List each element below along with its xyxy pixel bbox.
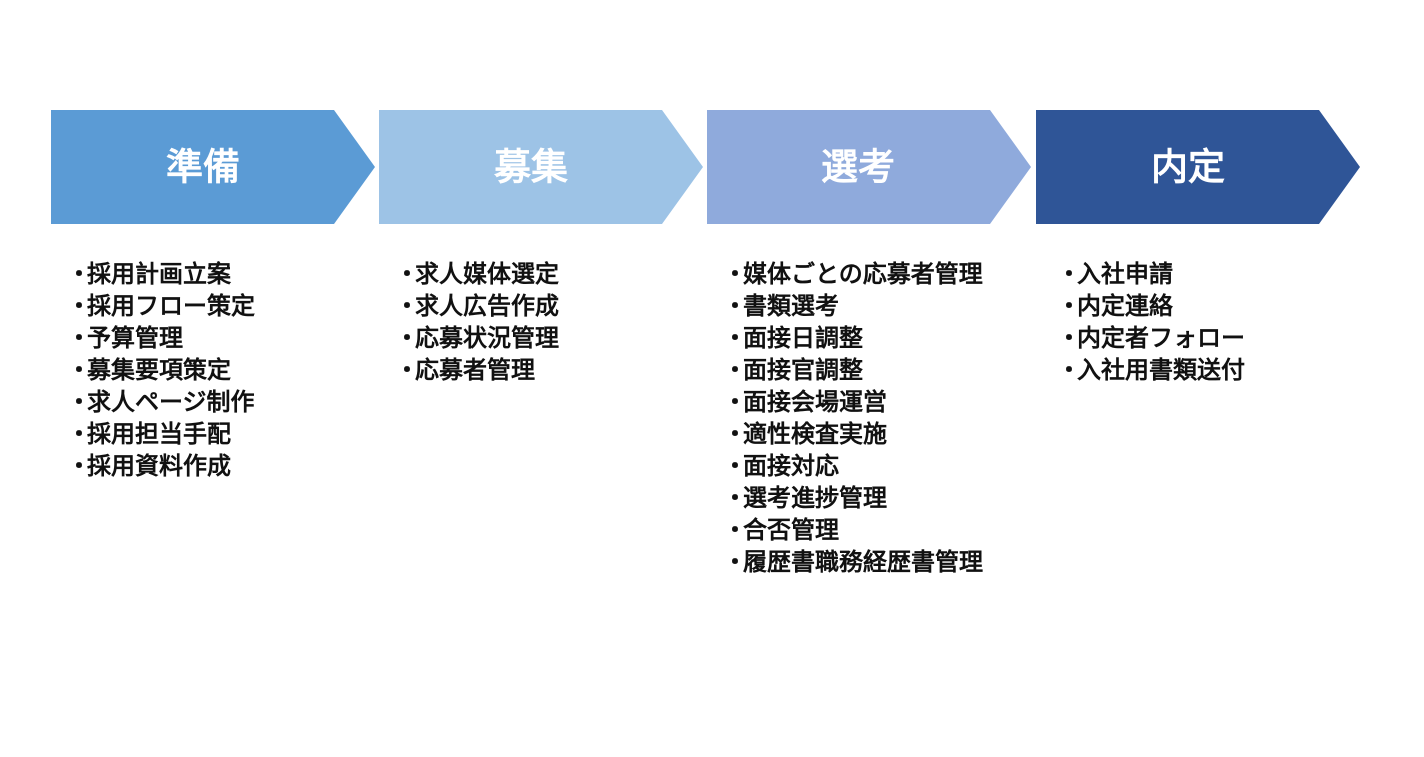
task-item: ・面接官調整 (723, 354, 983, 386)
stage-arrow-shape (51, 110, 375, 224)
task-item: ・内定連絡 (1057, 290, 1245, 322)
stage-title: 選考 (821, 146, 895, 189)
task-item: ・面接対応 (723, 450, 983, 482)
task-list-senko: ・媒体ごとの応募者管理・書類選考・面接日調整・面接官調整・面接会場運営・適性検査… (723, 258, 983, 578)
stage-arrow-shape (707, 110, 1031, 224)
bullet-mark: ・ (395, 324, 419, 352)
task-item: ・募集要項策定 (67, 354, 255, 386)
task-label: 媒体ごとの応募者管理 (743, 260, 983, 288)
task-item: ・入社申請 (1057, 258, 1245, 290)
bullet-mark: ・ (395, 356, 419, 384)
task-label: 採用フロー策定 (87, 292, 255, 320)
task-label: 合否管理 (743, 516, 839, 544)
task-label: 求人ページ制作 (87, 388, 255, 416)
stage-title: 募集 (493, 146, 568, 189)
task-list-boshu: ・求人媒体選定・求人広告作成・応募状況管理・応募者管理 (395, 258, 559, 386)
bullet-mark: ・ (723, 388, 747, 416)
task-label: 面接対応 (743, 452, 839, 480)
task-item: ・入社用書類送付 (1057, 354, 1245, 386)
bullet-mark: ・ (723, 516, 747, 544)
stage-title: 内定 (1151, 146, 1225, 189)
task-item: ・採用資料作成 (67, 450, 255, 482)
bullet-mark: ・ (395, 260, 419, 288)
stage-title: 準備 (166, 146, 240, 189)
stage-arrow-senko: 選考 (707, 110, 1031, 224)
task-item: ・応募状況管理 (395, 322, 559, 354)
task-label: 履歴書職務経歴書管理 (743, 548, 983, 576)
task-label: 選考進捗管理 (743, 484, 887, 512)
stage-arrow-naitei: 内定 (1036, 110, 1360, 224)
stage-arrow-shape (1036, 110, 1360, 224)
bullet-mark: ・ (1057, 292, 1081, 320)
stage-arrow-shape (379, 110, 703, 224)
task-item: ・履歴書職務経歴書管理 (723, 546, 983, 578)
task-item: ・適性検査実施 (723, 418, 983, 450)
task-item: ・面接会場運営 (723, 386, 983, 418)
bullet-mark: ・ (67, 324, 91, 352)
task-item: ・採用計画立案 (67, 258, 255, 290)
task-item: ・求人ページ制作 (67, 386, 255, 418)
task-item: ・採用フロー策定 (67, 290, 255, 322)
bullet-mark: ・ (67, 292, 91, 320)
bullet-mark: ・ (1057, 260, 1081, 288)
task-label: 応募者管理 (415, 356, 535, 384)
task-item: ・内定者フォロー (1057, 322, 1245, 354)
task-list-junbi: ・採用計画立案・採用フロー策定・予算管理・募集要項策定・求人ページ制作・採用担当… (67, 258, 255, 482)
task-item: ・面接日調整 (723, 322, 983, 354)
bullet-mark: ・ (67, 260, 91, 288)
bullet-mark: ・ (67, 452, 91, 480)
task-item: ・求人媒体選定 (395, 258, 559, 290)
stage-arrow-junbi: 準備 (51, 110, 375, 224)
task-item: ・採用担当手配 (67, 418, 255, 450)
task-item: ・媒体ごとの応募者管理 (723, 258, 983, 290)
task-label: 書類選考 (743, 292, 839, 320)
bullet-mark: ・ (395, 292, 419, 320)
bullet-mark: ・ (723, 548, 747, 576)
task-label: 採用計画立案 (87, 260, 231, 288)
bullet-mark: ・ (723, 452, 747, 480)
task-label: 入社申請 (1077, 260, 1173, 288)
bullet-mark: ・ (67, 420, 91, 448)
task-label: 求人媒体選定 (415, 260, 559, 288)
task-label: 内定者フォロー (1077, 324, 1245, 352)
bullet-mark: ・ (1057, 324, 1081, 352)
bullet-mark: ・ (67, 388, 91, 416)
task-label: 募集要項策定 (87, 356, 231, 384)
bullet-mark: ・ (67, 356, 91, 384)
task-list-naitei: ・入社申請・内定連絡・内定者フォロー・入社用書類送付 (1057, 258, 1245, 386)
task-item: ・選考進捗管理 (723, 482, 983, 514)
task-label: 応募状況管理 (415, 324, 559, 352)
task-label: 入社用書類送付 (1077, 356, 1245, 384)
bullet-mark: ・ (723, 292, 747, 320)
task-item: ・応募者管理 (395, 354, 559, 386)
task-item: ・予算管理 (67, 322, 255, 354)
task-label: 採用担当手配 (87, 420, 231, 448)
bullet-mark: ・ (1057, 356, 1081, 384)
task-item: ・合否管理 (723, 514, 983, 546)
task-label: 面接官調整 (743, 356, 863, 384)
bullet-mark: ・ (723, 324, 747, 352)
task-label: 求人広告作成 (415, 292, 559, 320)
stage-arrow-boshu: 募集 (379, 110, 703, 224)
task-label: 適性検査実施 (743, 420, 887, 448)
bullet-mark: ・ (723, 260, 747, 288)
bullet-mark: ・ (723, 356, 747, 384)
task-label: 予算管理 (87, 324, 183, 352)
task-label: 採用資料作成 (87, 452, 231, 480)
task-label: 内定連絡 (1077, 292, 1173, 320)
task-item: ・書類選考 (723, 290, 983, 322)
bullet-mark: ・ (723, 420, 747, 448)
task-item: ・求人広告作成 (395, 290, 559, 322)
bullet-mark: ・ (723, 484, 747, 512)
task-label: 面接日調整 (743, 324, 863, 352)
task-label: 面接会場運営 (743, 388, 887, 416)
